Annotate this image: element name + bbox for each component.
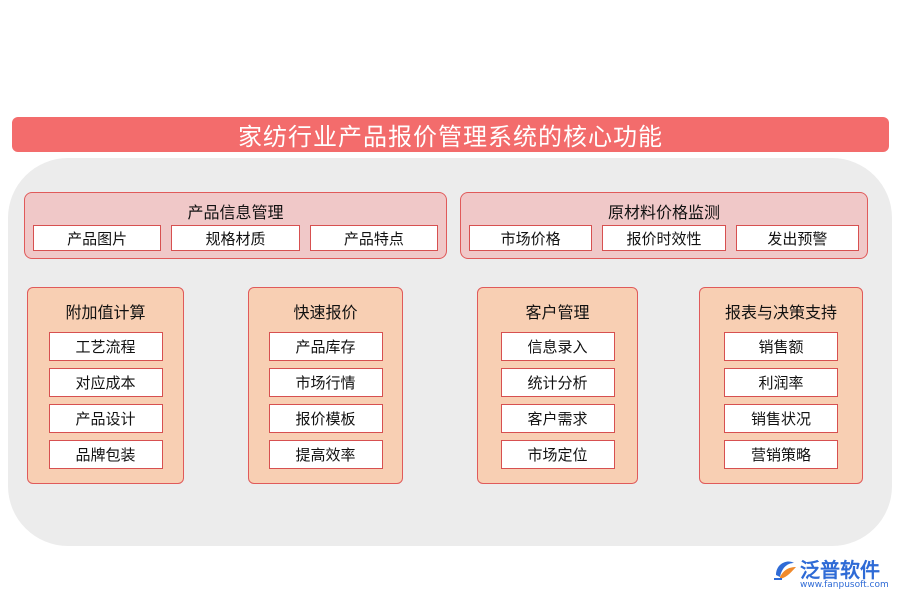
logo-url: www.fanpusoft.com xyxy=(800,580,889,590)
column-item: 品牌包装 xyxy=(48,440,163,469)
column-title: 快速报价 xyxy=(293,303,358,322)
diagram-title: 家纺行业产品报价管理系统的核心功能 xyxy=(12,117,889,152)
column-title: 客户管理 xyxy=(525,303,590,322)
column-customer: 客户管理 信息录入 统计分析 客户需求 市场定位 xyxy=(477,287,638,484)
column-item: 销售额 xyxy=(724,332,838,361)
group-title: 原材料价格监测 xyxy=(607,203,720,222)
group-title: 产品信息管理 xyxy=(187,203,284,222)
column-item: 对应成本 xyxy=(48,368,163,397)
column-title: 附加值计算 xyxy=(65,303,146,322)
group-item: 发出预警 xyxy=(735,225,859,251)
column-item: 报价模板 xyxy=(268,404,383,433)
group-item: 规格材质 xyxy=(171,225,300,251)
column-item: 市场定位 xyxy=(500,440,615,469)
group-item: 产品图片 xyxy=(33,225,162,251)
column-item: 产品设计 xyxy=(48,404,163,433)
column-item: 工艺流程 xyxy=(48,332,163,361)
group-product-info: 产品信息管理 产品图片 规格材质 产品特点 xyxy=(24,192,447,259)
column-item: 信息录入 xyxy=(500,332,615,361)
column-quick-quote: 快速报价 产品库存 市场行情 报价模板 提高效率 xyxy=(248,287,403,484)
column-item: 市场行情 xyxy=(268,368,383,397)
group-material-price: 原材料价格监测 市场价格 报价时效性 发出预警 xyxy=(460,192,868,259)
column-reports: 报表与决策支持 销售额 利润率 销售状况 营销策略 xyxy=(699,287,863,484)
column-title: 报表与决策支持 xyxy=(724,303,837,322)
brand-logo: 泛普软件 www.fanpusoft.com xyxy=(770,553,895,593)
logo-icon xyxy=(774,561,796,580)
group-item: 产品特点 xyxy=(309,225,438,251)
column-item: 统计分析 xyxy=(500,368,615,397)
column-item: 营销策略 xyxy=(724,440,838,469)
group-item: 市场价格 xyxy=(469,225,593,251)
column-item: 销售状况 xyxy=(724,404,838,433)
group-item: 报价时效性 xyxy=(602,225,726,251)
column-value-added: 附加值计算 工艺流程 对应成本 产品设计 品牌包装 xyxy=(27,287,184,484)
column-item: 提高效率 xyxy=(268,440,383,469)
column-item: 客户需求 xyxy=(500,404,615,433)
column-item: 利润率 xyxy=(724,368,838,397)
logo-name: 泛普软件 xyxy=(800,558,880,582)
column-item: 产品库存 xyxy=(268,332,383,361)
